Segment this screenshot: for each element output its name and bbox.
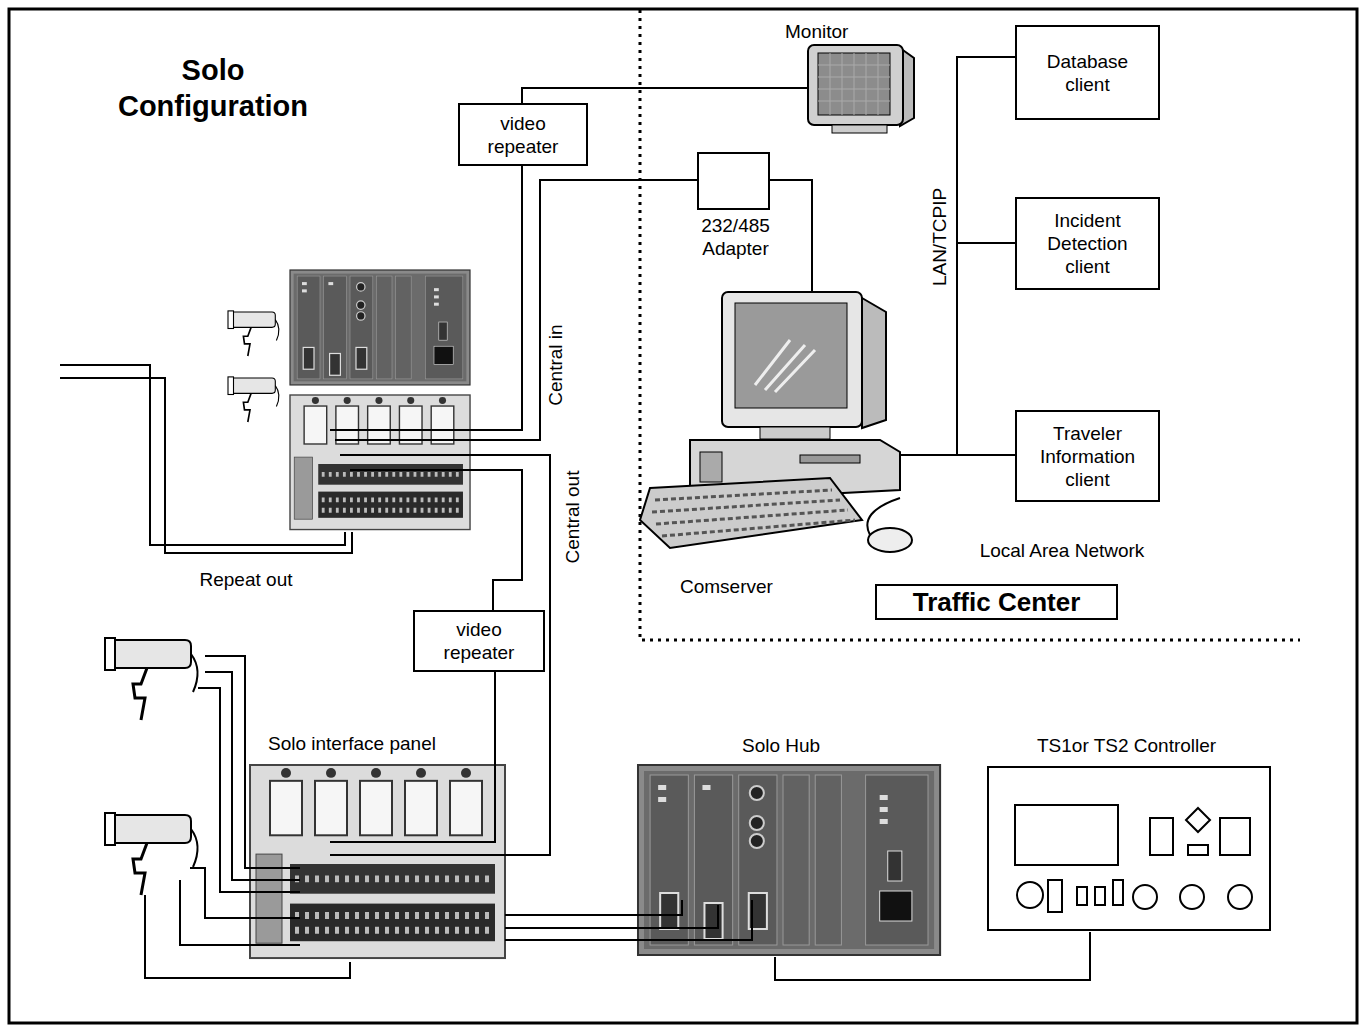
- repeater-box: video repeater: [458, 103, 588, 166]
- field-wiring: [811, 285, 813, 292]
- client-box: Database client: [1015, 25, 1160, 120]
- monitor-node: Monitor: [790, 18, 915, 132]
- controller-picture: [1188, 845, 1208, 855]
- field-wiring: [900, 454, 905, 456]
- adapter-box: 232/485 Adapter: [697, 152, 770, 210]
- field-wiring: [330, 455, 550, 855]
- comserver-picture: [862, 298, 886, 428]
- controller-picture: [1186, 808, 1210, 832]
- field-wiring: [180, 880, 300, 945]
- comserver-picture: [700, 452, 722, 482]
- box-text: Traveler Information client: [1025, 422, 1150, 491]
- hub-node: Solo Hub: [638, 730, 940, 957]
- controller-picture: [988, 767, 1270, 930]
- connector-line: [905, 243, 1015, 455]
- field-wiring: [505, 900, 752, 940]
- comserver-picture: [640, 292, 912, 552]
- controller-picture: [1048, 880, 1062, 912]
- equipment-pictures: [290, 395, 470, 530]
- connector-line: [522, 88, 790, 103]
- controller-picture: [1180, 885, 1204, 909]
- signal-label: Central in: [545, 324, 567, 405]
- monitor-picture: [808, 45, 914, 133]
- equipment-pictures: [290, 270, 470, 385]
- equipment-pictures: [638, 765, 940, 955]
- equipment-pictures: [250, 765, 505, 958]
- monitor-picture: [818, 53, 890, 115]
- equipment-pictures: [105, 813, 198, 895]
- connector-line: [505, 914, 638, 916]
- interface-panel-node: Solo interface panel: [250, 728, 505, 960]
- comserver-picture: [800, 455, 860, 463]
- repeater-box: video repeater: [413, 610, 545, 672]
- controller-picture: [1015, 805, 1118, 865]
- field-wiring: [60, 365, 345, 545]
- controller-picture: [1228, 885, 1252, 909]
- picture-label: Solo Hub: [742, 734, 820, 757]
- signal-label: Repeat out: [200, 569, 293, 591]
- comserver-picture: [760, 427, 830, 439]
- field-wiring: [190, 868, 300, 918]
- comserver-picture: [640, 478, 862, 548]
- box-text: Traffic Center: [913, 588, 1081, 616]
- field-wiring: [350, 470, 522, 610]
- controller-picture: [1077, 887, 1087, 905]
- comserver-picture: [868, 528, 912, 552]
- field-wiring: [330, 166, 522, 430]
- signal-label: LAN/TCPIP: [929, 188, 951, 286]
- monitor-picture: [818, 53, 890, 115]
- field-wiring: [638, 900, 682, 915]
- picture-label: Comserver: [680, 575, 773, 598]
- comserver-node: Comserver: [635, 285, 905, 605]
- comserver-picture: [735, 303, 847, 408]
- controller-picture: [1133, 885, 1157, 909]
- field-wiring: [60, 378, 352, 553]
- outer-frame: [9, 9, 1357, 1023]
- equipment-pictures: [228, 311, 279, 356]
- connector-line: [770, 180, 812, 285]
- controller-picture: [1150, 818, 1173, 855]
- comserver-picture: [755, 340, 815, 392]
- field-wiring: [198, 688, 300, 892]
- connector-line: [775, 932, 1090, 980]
- signal-label: Local Area Network: [980, 540, 1145, 562]
- monitor-picture: [832, 125, 887, 133]
- controller-node: TS1or TS2 Controller: [985, 730, 1275, 932]
- controller-picture: [1113, 880, 1123, 905]
- connector-line: [494, 672, 496, 728]
- controller-picture: [988, 767, 1270, 930]
- box-text: Incident Detection client: [1025, 209, 1150, 278]
- controller-picture: [1220, 818, 1250, 855]
- picture-label: Solo interface panel: [268, 732, 436, 755]
- traffic-center-boundary: [640, 10, 1300, 640]
- controller-picture: [1095, 887, 1105, 905]
- box-text: Database client: [1025, 50, 1150, 96]
- equipment-pictures: [228, 377, 279, 422]
- center-title-box: Traffic Center: [875, 584, 1118, 620]
- controller-picture: [1017, 882, 1043, 908]
- connector-line: [905, 454, 1015, 456]
- client-box: Incident Detection client: [1015, 197, 1160, 290]
- comserver-picture: [652, 490, 855, 536]
- picture-label: Monitor: [785, 20, 848, 43]
- field-wiring: [60, 88, 905, 978]
- field-wiring: [335, 180, 697, 440]
- equipment-pictures: [105, 638, 198, 720]
- box-caption: 232/485 Adapter: [679, 214, 792, 260]
- box-text: video repeater: [423, 618, 535, 664]
- client-box: Traveler Information client: [1015, 410, 1160, 502]
- field-wiring: [505, 905, 718, 928]
- picture-label: TS1or TS2 Controller: [1037, 734, 1216, 757]
- signal-label: Central out: [562, 471, 584, 564]
- field-wiring: [790, 87, 808, 89]
- monitor-picture: [808, 45, 903, 125]
- field-wiring: [145, 895, 350, 978]
- diagram-title: Solo Configuration: [98, 52, 328, 124]
- comserver-picture: [722, 292, 862, 427]
- box-text: video repeater: [468, 112, 578, 158]
- connector-line: [905, 57, 1015, 455]
